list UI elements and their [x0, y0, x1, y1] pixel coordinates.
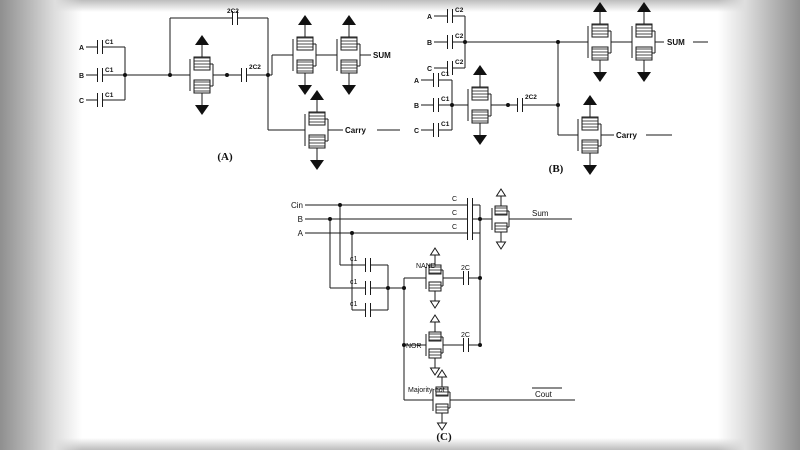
- circuit-a-wires: [86, 17, 400, 131]
- carry-output-label: Carry: [616, 131, 637, 140]
- majority-not-label: Majority-not: [408, 387, 445, 394]
- gnd-arrow-icon: [309, 153, 325, 171]
- cap-label: C2: [455, 59, 464, 66]
- inverter: [567, 110, 609, 160]
- input-label: B: [79, 73, 84, 80]
- cap-label: 2C: [461, 332, 470, 339]
- cap-label: 2C2: [525, 94, 537, 101]
- cap-label: c1: [350, 301, 358, 308]
- nor-gate: [419, 326, 451, 364]
- inverter: [326, 30, 368, 80]
- gnd-arrow-icon: [592, 65, 608, 83]
- gnd-arrow-icon: [582, 158, 598, 176]
- cap-label: C1: [105, 92, 114, 99]
- vdd-arrow-icon: [430, 247, 440, 261]
- circuit-c: Cin B A C C C c1 c1 c1 NAND 2C NOR 2C Ma…: [291, 188, 575, 443]
- vdd-arrow-icon: [341, 14, 357, 32]
- inverter: [282, 30, 324, 80]
- sum-output-label: Sum: [532, 209, 549, 218]
- sum-capacitor: [459, 225, 481, 241]
- sum-output-label: SUM: [667, 38, 685, 47]
- input-label: C: [414, 128, 419, 135]
- inverter: [621, 17, 663, 67]
- vdd-arrow-icon: [592, 1, 608, 19]
- input-label: C: [427, 66, 432, 73]
- vdd-arrow-icon: [194, 34, 210, 52]
- inverter: [457, 80, 499, 130]
- vdd-arrow-icon: [472, 64, 488, 82]
- input-label: A: [298, 229, 304, 238]
- circuit-b-junctions: [450, 40, 560, 107]
- circuit-a: A B C C1 C1 C1 2C2 2C2 SUM Carry (A): [79, 8, 400, 171]
- input-label: B: [427, 40, 432, 47]
- sum-capacitor: [459, 197, 481, 213]
- caption-a: (A): [217, 151, 233, 163]
- sum-inverter: [485, 200, 517, 238]
- vdd-arrow-icon: [496, 188, 506, 202]
- gnd-arrow-icon: [297, 78, 313, 96]
- vdd-arrow-icon: [297, 14, 313, 32]
- gnd-arrow-icon: [437, 417, 447, 431]
- nand-capacitor: [455, 270, 477, 286]
- circuit-b-wires: [421, 15, 708, 136]
- input-label: A: [414, 78, 419, 85]
- cap-label: C: [452, 210, 457, 217]
- input-label: B: [414, 103, 419, 110]
- caption-b: (B): [549, 163, 564, 175]
- input-capacitor: [357, 257, 379, 273]
- sum-output-label: SUM: [373, 51, 391, 60]
- cout-output-label: Cout: [535, 390, 553, 399]
- nor-label: NOR: [406, 343, 422, 350]
- circuit-c-wires: [305, 204, 575, 401]
- cap-label: C: [452, 196, 457, 203]
- gnd-arrow-icon: [194, 98, 210, 116]
- inverter: [577, 17, 619, 67]
- inverter: [179, 50, 221, 100]
- input-label: B: [298, 215, 303, 224]
- cap-label: c1: [350, 256, 358, 263]
- cap-label: 2C: [461, 265, 470, 272]
- vdd-arrow-icon: [437, 369, 447, 383]
- input-capacitor: [357, 302, 379, 318]
- input-label: A: [79, 45, 84, 52]
- vdd-arrow-icon: [309, 89, 325, 107]
- vdd-arrow-icon: [430, 314, 440, 328]
- cap-label: C1: [441, 121, 450, 128]
- nand-label: NAND: [416, 263, 436, 270]
- cap-label: C1: [105, 67, 114, 74]
- gnd-arrow-icon: [636, 65, 652, 83]
- vdd-arrow-icon: [582, 94, 598, 112]
- cap-label: c1: [350, 279, 358, 286]
- circuit-a-junctions: [123, 73, 270, 77]
- cap-label: C2: [455, 7, 464, 14]
- gnd-arrow-icon: [341, 78, 357, 96]
- gnd-arrow-icon: [496, 236, 506, 250]
- gnd-arrow-icon: [430, 362, 440, 376]
- cap-label: C1: [441, 96, 450, 103]
- cap-label: 2C2: [249, 64, 261, 71]
- caption-c: (C): [436, 431, 452, 443]
- cap-label: C1: [441, 71, 450, 78]
- gnd-arrow-icon: [430, 295, 440, 309]
- input-label: A: [427, 14, 432, 21]
- input-capacitor: [357, 280, 379, 296]
- inverter: [294, 105, 336, 155]
- nor-capacitor: [455, 337, 477, 353]
- gnd-arrow-icon: [472, 128, 488, 146]
- cap-label: 2C2: [227, 8, 239, 15]
- vdd-arrow-icon: [636, 1, 652, 19]
- input-label: Cin: [291, 201, 303, 210]
- circuit-b: A B C C2 C2 C2 A B C C1 C1 C1 2C2 SUM Ca…: [414, 1, 708, 176]
- cap-label: C2: [455, 33, 464, 40]
- cap-label: C: [452, 224, 457, 231]
- sum-capacitor: [459, 211, 481, 227]
- circuit-c-junctions: [328, 203, 482, 347]
- carry-output-label: Carry: [345, 126, 366, 135]
- cap-label: C1: [105, 39, 114, 46]
- input-label: C: [79, 98, 84, 105]
